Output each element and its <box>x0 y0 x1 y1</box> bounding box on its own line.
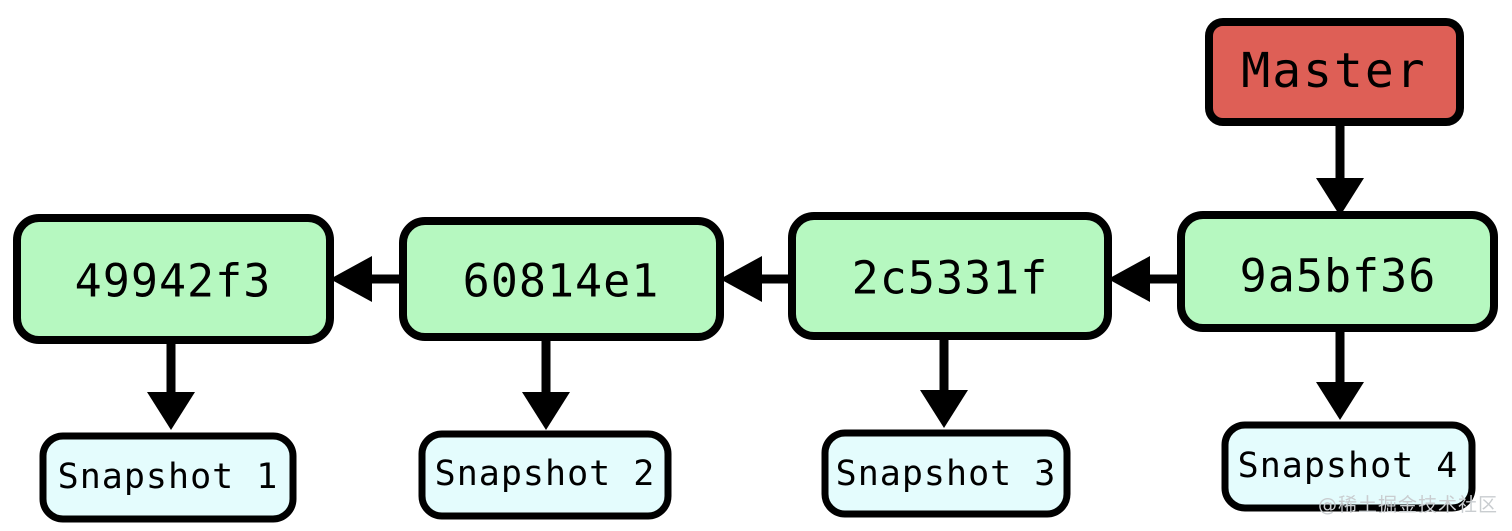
snapshot-box <box>418 430 672 520</box>
snapshot-label: Snapshot 1 <box>58 457 279 497</box>
commit-box <box>13 214 334 344</box>
node-commit-49942f3[interactable]: 49942f3 <box>13 214 334 344</box>
edge-commit-60814e1-to-49942f3 <box>330 256 400 302</box>
commit-box <box>1177 211 1498 332</box>
commit-label: 2c5331f <box>852 252 1049 305</box>
watermark: @稀土掘金技术社区 <box>1317 494 1498 516</box>
edge-2c5331f-to-snapshot-3 <box>920 338 968 428</box>
commit-box <box>788 212 1112 340</box>
edge-60814e1-to-snapshot-2 <box>522 340 570 430</box>
branch-label: Master <box>1241 43 1426 99</box>
snapshot-label: Snapshot 4 <box>1238 446 1459 486</box>
snapshot-box <box>821 429 1071 518</box>
node-snapshot-1[interactable]: Snapshot 1 <box>39 432 297 523</box>
snapshot-label: Snapshot 2 <box>435 454 656 494</box>
node-snapshot-2[interactable]: Snapshot 2 <box>418 430 672 520</box>
edge-49942f3-to-snapshot-1 <box>147 340 195 430</box>
commit-label: 49942f3 <box>75 255 272 308</box>
branch-box <box>1205 18 1464 126</box>
commit-label: 60814e1 <box>463 255 660 308</box>
edge-commit-9a5bf36-to-2c5331f <box>1108 256 1178 302</box>
commit-box <box>399 217 724 341</box>
edge-commit-2c5331f-to-60814e1 <box>720 256 789 302</box>
node-commit-60814e1[interactable]: 60814e1 <box>399 217 724 341</box>
edge-9a5bf36-to-snapshot-4 <box>1316 330 1364 420</box>
node-branch-master[interactable]: Master <box>1205 18 1464 126</box>
node-snapshot-4[interactable]: Snapshot 4 <box>1221 421 1476 512</box>
edge-master-to-9a5bf36 <box>1316 122 1364 216</box>
snapshot-box <box>39 432 297 523</box>
node-snapshot-3[interactable]: Snapshot 3 <box>821 429 1071 518</box>
commit-label: 9a5bf36 <box>1240 250 1437 303</box>
snapshot-box <box>1221 421 1476 512</box>
snapshot-label: Snapshot 3 <box>836 454 1057 494</box>
node-commit-9a5bf36[interactable]: 9a5bf36 <box>1177 211 1498 332</box>
node-commit-2c5331f[interactable]: 2c5331f <box>788 212 1112 340</box>
